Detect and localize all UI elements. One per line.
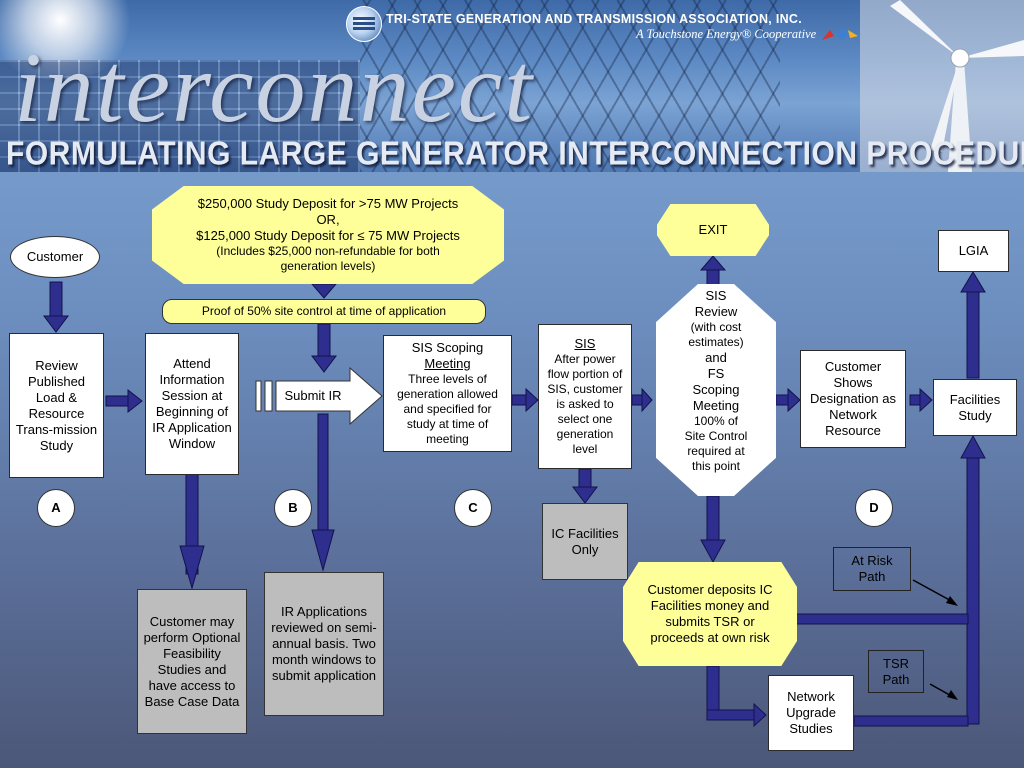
exit-octagon: EXIT	[657, 204, 769, 256]
touchstone-energy-logo-icon	[822, 29, 858, 40]
arrow-site-control-to-submit	[317, 323, 331, 361]
banner: TRI-STATE GENERATION AND TRANSMISSION AS…	[0, 0, 1024, 172]
at-risk-pointer	[912, 579, 956, 604]
arrow-deposits-to-return	[795, 613, 969, 625]
marker-b-label: B	[288, 500, 298, 515]
sis-box: SIS After power flow portion of SIS, cus…	[538, 324, 632, 469]
arrow-review-to-attend	[105, 395, 129, 407]
sis-scoping-title: SIS Scoping	[411, 340, 484, 355]
sis-body: After power flow portion of SIS, custome…	[547, 352, 623, 456]
submit-ir-label: Submit IR	[284, 388, 342, 403]
sis-review-l5: FS	[707, 366, 725, 381]
exit-label: EXIT	[698, 222, 728, 237]
marker-a-label: A	[51, 500, 61, 515]
sis-scoping-body: Three levels of generation allowed and s…	[397, 372, 498, 446]
sis-review-l2: Review	[694, 304, 738, 319]
site-control-label: Proof of 50% site control at time of app…	[201, 304, 447, 318]
arrow-facilities-to-lgia	[966, 287, 980, 379]
deposit-line-1: $250,000 Study Deposit for >75 MW Projec…	[197, 196, 459, 211]
optional-studies-label: Customer may perform Optional Feasibilit…	[143, 613, 241, 709]
sis-review-l4: and	[705, 350, 727, 365]
arrow-upgrade-to-return	[853, 715, 969, 727]
deposit-line-2: OR,	[316, 212, 340, 227]
ic-facilities-label: IC Facilities Only	[551, 525, 619, 557]
customer-deposits-label: Customer deposits IC Facilities money an…	[647, 582, 773, 645]
network-upgrade-label: Network Upgrade Studies	[786, 689, 836, 736]
return-path-line	[966, 455, 980, 725]
study-deposit-octagon: $250,000 Study Deposit for >75 MW Projec…	[152, 186, 504, 284]
network-upgrade-box: Network Upgrade Studies	[768, 675, 854, 751]
sis-review-octagon: SIS Review (with cost estimates) and FS …	[656, 284, 776, 496]
customer-label: Customer	[26, 249, 84, 264]
wind-turbine-image	[860, 0, 1024, 172]
ir-reviewed-label: IR Applications reviewed on semi-annual …	[271, 604, 377, 683]
coop-subtitle: A Touchstone Energy® Cooperative	[636, 27, 817, 41]
tri-state-logo-icon	[346, 6, 382, 42]
tsr-path-label: TSR Path	[882, 655, 910, 687]
review-load-study-box: Review Published Load & Resource Trans-m…	[9, 333, 104, 478]
arrow-customer-to-review	[49, 281, 63, 317]
lgia-label: LGIA	[958, 243, 989, 258]
sis-scoping-meeting: Meeting	[424, 356, 471, 371]
marker-d: D	[855, 489, 893, 527]
arrow-head	[43, 315, 69, 333]
sis-review-l3: (with cost estimates)	[688, 320, 744, 349]
marker-a: A	[37, 489, 75, 527]
customer-deposits-octagon: Customer deposits IC Facilities money an…	[623, 562, 797, 666]
attend-session-box: Attend Information Session at Beginning …	[145, 333, 239, 475]
attend-session-label: Attend Information Session at Beginning …	[152, 356, 232, 451]
marker-c: C	[454, 489, 492, 527]
banner-tagline: FORMULATING LARGE GENERATOR INTERCONNECT…	[6, 136, 1024, 172]
sis-review-l1: SIS	[705, 288, 727, 303]
sis-review-l7: Meeting	[692, 398, 740, 413]
marker-b: B	[274, 489, 312, 527]
arrow-submit-to-ir-reviewed	[317, 413, 329, 541]
tsr-path-label-box: TSR Path	[868, 650, 924, 693]
sis-review-l8: 100% of Site Control required at this po…	[684, 414, 748, 473]
sis-title: SIS	[574, 336, 596, 351]
sis-scoping-box: SIS Scoping Meeting Three levels of gene…	[383, 335, 512, 452]
ir-reviewed-box: IR Applications reviewed on semi-annual …	[264, 572, 384, 716]
ic-facilities-only-box: IC Facilities Only	[542, 503, 628, 580]
marker-d-label: D	[869, 500, 879, 515]
org-name: TRI-STATE GENERATION AND TRANSMISSION AS…	[386, 12, 803, 26]
transmission-tower-image	[360, 0, 780, 172]
customer-oval: Customer	[10, 236, 100, 278]
sis-review-l6: Scoping	[692, 382, 740, 397]
network-resource-label: Customer Shows Designation as Network Re…	[810, 359, 896, 438]
deposit-line-4: (Includes $25,000 non-refundable for bot…	[216, 244, 440, 273]
site-control-bar: Proof of 50% site control at time of app…	[162, 299, 486, 324]
arrow-review-to-deposits	[706, 495, 720, 545]
interconnect-wordmark: interconnect	[14, 32, 535, 143]
facilities-study-label: Facilities Study	[949, 391, 1001, 423]
at-risk-path-label-box: At Risk Path	[833, 547, 911, 591]
deposit-line-3: $125,000 Study Deposit for ≤ 75 MW Proje…	[196, 228, 460, 243]
arrow-sis-to-ic	[578, 468, 592, 490]
submit-ir-arrow-shape	[255, 366, 383, 426]
lgia-box: LGIA	[938, 230, 1009, 272]
review-load-label: Review Published Load & Resource Trans-m…	[15, 357, 98, 453]
facilities-study-box: Facilities Study	[933, 379, 1017, 436]
solar-panels-image	[0, 60, 360, 172]
at-risk-label: At Risk Path	[851, 553, 893, 584]
submit-ir-node: Submit IR	[276, 381, 350, 411]
marker-c-label: C	[468, 500, 478, 515]
network-resource-box: Customer Shows Designation as Network Re…	[800, 350, 906, 448]
optional-studies-box: Customer may perform Optional Feasibilit…	[137, 589, 247, 734]
